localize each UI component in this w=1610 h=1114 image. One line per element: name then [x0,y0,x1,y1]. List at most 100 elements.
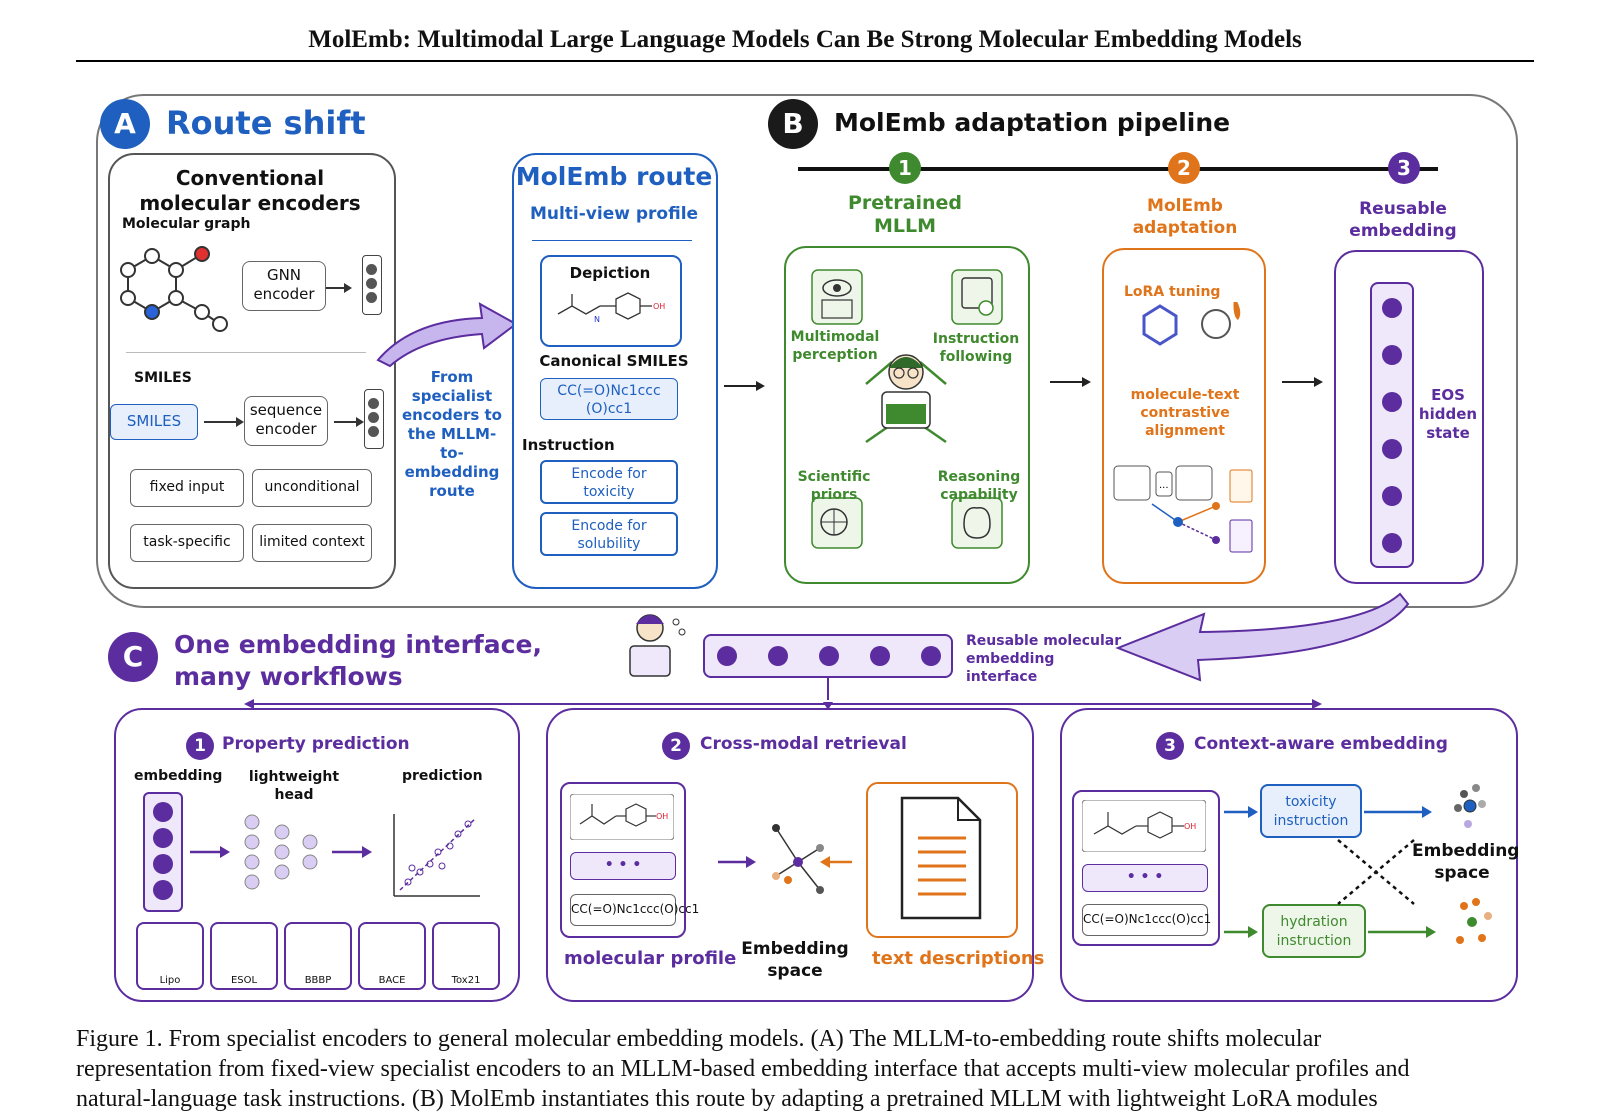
retrieval-embedding-space-label: Embedding space [741,939,849,981]
route-arrow-text: From specialist encoders to the MLLM-to-… [402,368,502,500]
retrieval-ellipsis: • • • [570,852,676,880]
panel-c-title-2: many workflows [174,662,403,691]
context-smiles: CC(=O)Nc1ccc(O)cc1 [1082,904,1211,936]
embedding-interface-arrow [1115,592,1410,682]
svg-text:N: N [594,315,600,324]
smiles-label: SMILES [134,370,192,386]
limit-unconditional: unconditional [252,469,372,507]
lightweight-head-label: lightweight head [248,769,340,803]
running-title: MolEmb: Multimodal Large Language Models… [308,26,1302,53]
instruction-toxicity: Encode for toxicity [540,460,678,504]
scientist-reading-icon [629,614,686,677]
canonical-smiles-label: Canonical SMILES [539,352,689,370]
arrow-adapt-to-embedding [1282,377,1323,387]
canonical-smiles-value: CC(=O)Nc1ccc(O)cc1 [540,378,678,420]
limit-fixed-input: fixed input [130,469,244,507]
divider [126,352,366,353]
retrieval-structure: OH [570,794,674,840]
dataset-bbbp: BBBP [284,922,352,990]
panel-b-badge: B [768,99,818,149]
step-3-badge: 3 [1388,152,1420,184]
gnn-encoder-box: GNN encoder [242,261,326,311]
interface-vector [703,634,953,678]
svg-text:...: ... [1159,480,1169,491]
gnn-output-vector [362,255,382,315]
cap-instruction-following: Instruction following [932,331,1020,365]
arrow-to-pipeline [724,381,765,391]
context-arrows [1224,784,1492,944]
lora-icons [1142,302,1241,346]
limit-task-specific: task-specific [130,524,244,562]
workflow-3-badge: 3 [1156,732,1184,760]
dataset-lipo: Lipo [136,922,204,990]
property-embedding-vector [143,792,183,912]
route-divider [532,240,692,241]
paracetamol-structure-small: OH N [557,292,665,324]
interface-label: Reusable molecular embedding interface [966,633,1122,685]
panel-ab-frame [96,94,1518,608]
context-embedding-space-label: Embedding space [1412,841,1520,883]
embedding-label: embedding [134,768,223,784]
step-3-label: Reusable embedding [1349,199,1457,241]
molecular-profile-label: molecular profile [564,948,737,969]
instruction-solubility: Encode for solubility [540,512,678,556]
document-icon [900,796,982,920]
retrieval-smiles: CC(=O)Nc1ccc(O)cc1 [570,894,699,926]
panel-a-title: Route shift [166,104,366,142]
conventional-title: Conventional molecular encoders [139,166,361,215]
workflow-2-badge: 2 [662,732,690,760]
mllm-capabilities-diagram [811,269,1003,549]
cap-reasoning-capability: Reasoning capability [937,469,1021,503]
cap-scientific-priors: Scientific priors [797,469,871,503]
step-2-label: MolEmb adaptation [1132,196,1238,238]
cap-multimodal-perception: Multimodal perception [790,329,880,363]
dataset-tiles: Lipo ESOL BBBP BACE Tox21 [136,922,500,990]
svg-text:OH: OH [656,812,668,821]
svg-text:OH: OH [653,302,665,311]
route-shift-arrow [376,302,518,368]
sequence-encoder-box: sequence encoder [244,396,328,446]
caption-line-1: Figure 1. From specialist encoders to ge… [76,1026,1322,1052]
panel-c-title-1: One embedding interface, [174,630,542,659]
oxygen-atom-red [194,246,210,262]
title-rule [76,60,1534,62]
text-descriptions-label: text descriptions [872,948,1045,969]
workflow-3-title: Context-aware embedding [1194,734,1448,754]
conventional-encoders-box [108,153,396,589]
context-structure: OH [1082,800,1206,852]
prediction-flow-diagram [190,814,480,897]
arrow-mllm-to-adapt [1050,377,1091,387]
depiction-label: Depiction [569,264,651,282]
eos-hidden-state-label: EOS hidden state [1418,386,1478,442]
pipeline-timeline [798,167,1438,171]
smiles-arrows [204,417,364,427]
smiles-chip: SMILES [110,404,198,440]
seq-output-vector [364,389,384,449]
distribution-arrows [244,676,1322,710]
toxicity-instruction-box: toxicity instruction [1260,784,1362,838]
contrastive-diagram: ... [1113,465,1253,553]
step-1-label: Pretrained MLLM [848,192,962,237]
panel-c-badge: C [108,632,158,682]
caption-line-3: natural-language task instructions. (B) … [76,1086,1378,1112]
workflow-1-badge: 1 [186,732,214,760]
context-ellipsis: • • • [1082,864,1208,892]
multiview-subtitle: Multi-view profile [529,204,699,224]
dataset-esol: ESOL [210,922,278,990]
molemb-route-title: MolEmb route [515,162,713,191]
contrastive-alignment-label: molecule-text contrastive alignment [1130,387,1240,439]
workflow-1-title: Property prediction [222,734,410,754]
lora-tuning-label: LoRA tuning [1124,284,1221,300]
panel-a-badge: A [100,99,150,149]
dataset-bace: BACE [358,922,426,990]
step-1-badge: 1 [889,152,921,184]
embedding-cluster-blue [1454,784,1486,828]
graph-label: Molecular graph [122,216,251,232]
nitrogen-atom-blue [144,304,160,320]
step-2-badge: 2 [1168,152,1200,184]
svg-text:OH: OH [1184,822,1196,831]
embedding-cluster-orange [1456,898,1492,944]
depiction-card [540,255,682,347]
prediction-label: prediction [402,768,483,784]
retrieval-embedding-space [718,824,852,894]
